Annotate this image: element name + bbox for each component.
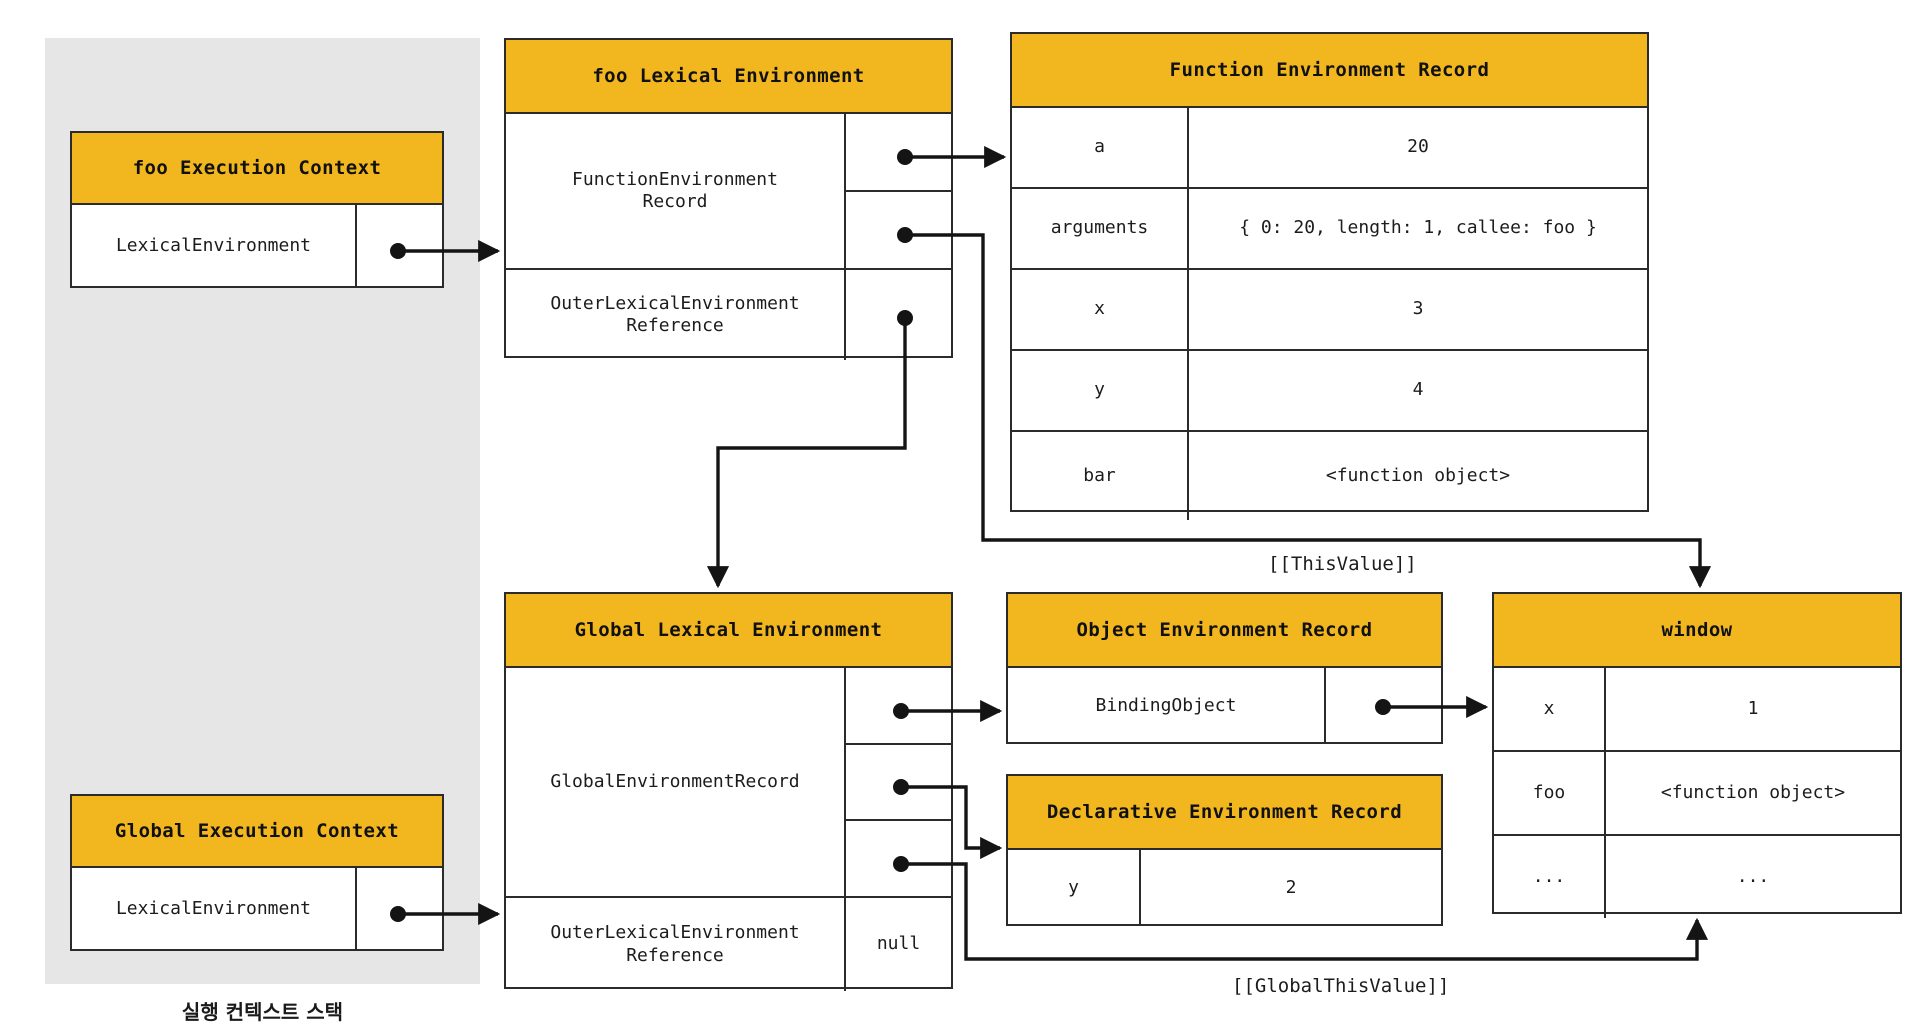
foo-execution-context-box: foo Execution Context LexicalEnvironment	[70, 131, 444, 288]
global-this-value-edge-label: [[GlobalThisValue]]	[1232, 975, 1450, 997]
global-environment-record-label: GlobalEnvironmentRecord	[506, 668, 846, 896]
foo-outer-reference-pointer-cell	[846, 270, 951, 360]
global-lexical-environment-title: Global Lexical Environment	[506, 594, 951, 668]
window-row-binding: ...	[1494, 836, 1606, 918]
binding-object-pointer-cell	[1326, 668, 1441, 744]
window-object-title: window	[1494, 594, 1900, 668]
global-execution-context-box: Global Execution Context LexicalEnvironm…	[70, 794, 444, 951]
foo-lexical-environment-pointer-cell	[357, 205, 442, 288]
fer-row-binding: y	[1012, 351, 1189, 430]
ger-pointer-cell-3	[846, 821, 951, 896]
fer-row-value: 4	[1412, 379, 1424, 401]
execution-context-stack-caption: 실행 컨텍스트 스택	[181, 1000, 344, 1024]
binding-object-label: BindingObject	[1008, 668, 1326, 744]
foo-outer-lexical-environment-reference-label: OuterLexicalEnvironment Reference	[506, 270, 846, 360]
fer-row-binding: arguments	[1012, 189, 1189, 268]
window-object-box: window x 1 foo <function object> ... ...	[1492, 592, 1902, 918]
global-lexical-environment-box: Global Lexical Environment GlobalEnviron…	[504, 592, 953, 991]
fer-pointer-cell-2	[846, 192, 951, 268]
ger-pointer-cell-2	[846, 745, 951, 822]
foo-lexical-environment-field-label: LexicalEnvironment	[72, 205, 357, 288]
ger-pointer-cell-1	[846, 668, 951, 745]
function-environment-record-title: Function Environment Record	[1012, 34, 1647, 108]
der-row-value: 2	[1285, 876, 1297, 898]
global-lexical-environment-pointer-cell	[357, 868, 442, 951]
fer-row-binding: bar	[1012, 432, 1189, 520]
object-environment-record-box: Object Environment Record BindingObject	[1006, 592, 1443, 744]
window-row-value: ...	[1736, 865, 1770, 887]
fer-pointer-cell-1	[846, 114, 951, 192]
function-environment-record-box: Function Environment Record a 20 argumen…	[1010, 32, 1649, 520]
fer-row-value: <function object>	[1325, 464, 1511, 486]
function-environment-record-label: FunctionEnvironment Record	[506, 114, 846, 268]
window-row-value: <function object>	[1660, 781, 1846, 803]
global-outer-reference-value: null	[876, 933, 921, 955]
fer-row-value: { 0: 20, length: 1, callee: foo }	[1239, 217, 1597, 239]
fer-row-binding: x	[1012, 270, 1189, 349]
window-row-binding: foo	[1494, 752, 1606, 834]
foo-lexical-environment-box: foo Lexical Environment FunctionEnvironm…	[504, 38, 953, 360]
fer-row-binding: a	[1012, 108, 1189, 187]
declarative-environment-record-box: Declarative Environment Record y 2	[1006, 774, 1443, 926]
fer-row-value: 20	[1407, 136, 1429, 158]
foo-lexical-environment-title: foo Lexical Environment	[506, 40, 951, 114]
this-value-edge-label: [[ThisValue]]	[1268, 553, 1417, 575]
declarative-environment-record-title: Declarative Environment Record	[1008, 776, 1441, 850]
foo-execution-context-title: foo Execution Context	[72, 133, 442, 205]
global-lexical-environment-field-label: LexicalEnvironment	[72, 868, 357, 951]
window-row-binding: x	[1494, 668, 1606, 750]
window-row-value: 1	[1747, 697, 1759, 719]
der-row-binding: y	[1008, 850, 1141, 926]
object-environment-record-title: Object Environment Record	[1008, 594, 1441, 668]
global-execution-context-title: Global Execution Context	[72, 796, 442, 868]
global-outer-lexical-environment-reference-label: OuterLexicalEnvironment Reference	[506, 898, 846, 991]
fer-row-value: 3	[1412, 298, 1424, 320]
